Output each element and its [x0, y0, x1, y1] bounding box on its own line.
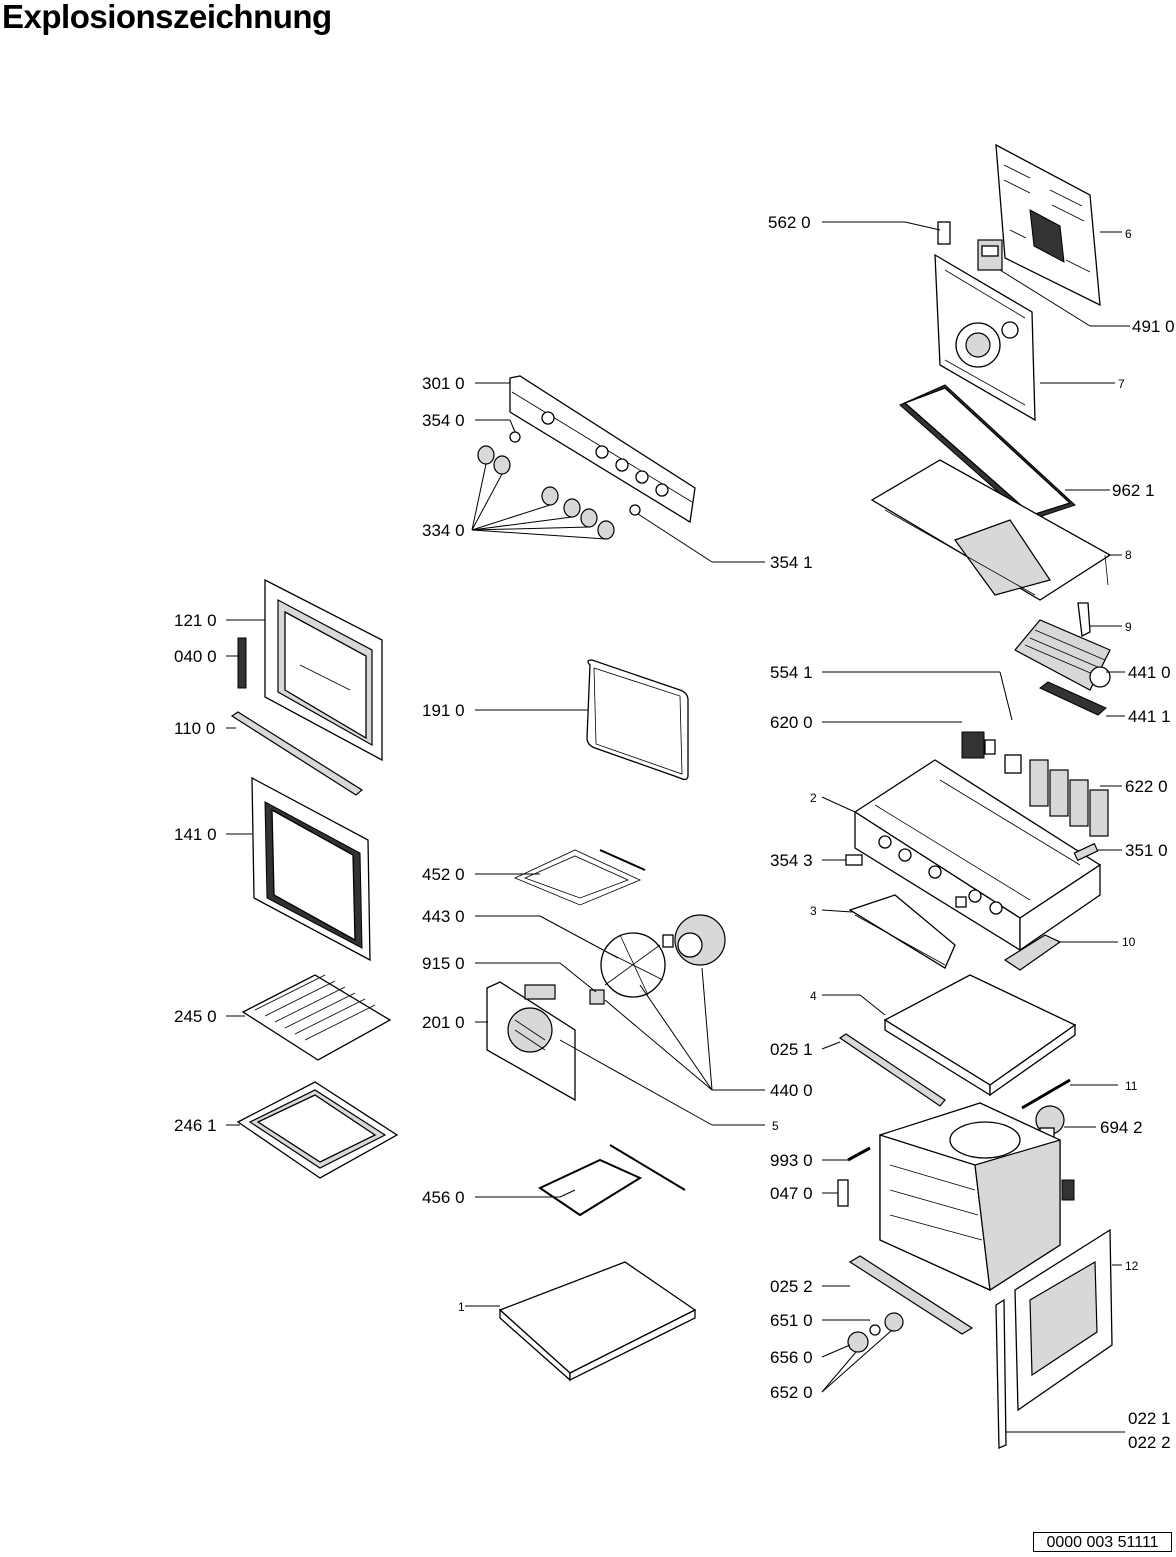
part-switch-6200 — [961, 731, 996, 759]
label-6: 6 — [1125, 227, 1132, 241]
label-4560: 456 0 — [422, 1188, 465, 1207]
label-3340: 334 0 — [422, 521, 465, 540]
leader-lines — [226, 221, 1130, 1433]
label-2: 2 — [810, 791, 817, 805]
label-4430: 443 0 — [422, 907, 465, 926]
label-0470: 047 0 — [770, 1184, 813, 1203]
part-bracket-5620 — [937, 221, 951, 245]
part-lamp-3510 — [1073, 842, 1099, 862]
part-rear-cover — [995, 143, 1101, 307]
part-grill-element — [514, 849, 646, 906]
part-control-panel — [509, 375, 696, 524]
part-baking-tray — [236, 1081, 399, 1179]
part-door-hinge — [237, 637, 247, 689]
label-0400: 040 0 — [174, 647, 217, 666]
part-rod-11 — [1021, 1078, 1071, 1110]
part-knob-3540 — [509, 431, 521, 443]
label-0222: 022 2 — [1128, 1433, 1171, 1452]
part-rear-panel — [934, 253, 1036, 422]
label-8: 8 — [1125, 548, 1132, 562]
label-1910: 191 0 — [422, 701, 465, 720]
part-oven-door — [264, 578, 383, 762]
part-control-chassis — [853, 759, 1102, 952]
label-2461: 246 1 — [174, 1116, 217, 1135]
label-12: 12 — [1125, 1259, 1139, 1273]
part-top-cover — [870, 459, 1112, 601]
label-3010: 301 0 — [422, 374, 465, 393]
part-oven-cavity — [879, 1102, 1075, 1292]
label-3540: 354 0 — [422, 411, 465, 430]
part-fan-cover — [486, 981, 576, 1102]
label-10: 10 — [1122, 935, 1136, 949]
label-0221: 022 1 — [1128, 1409, 1171, 1428]
label-4910: 491 0 — [1132, 317, 1175, 336]
part-rail-0251 — [838, 1033, 946, 1107]
label-9621: 962 1 — [1112, 481, 1155, 500]
part-bracket-0470 — [837, 1179, 849, 1207]
part-knob-6510 — [869, 1324, 881, 1336]
label-7: 7 — [1118, 377, 1125, 391]
part-fan-bar-4411 — [1039, 681, 1107, 716]
part-transformer-4910 — [977, 239, 1003, 271]
label-5541: 554 1 — [770, 663, 813, 682]
document-code: 0000 003 51111 — [1033, 1532, 1172, 1552]
part-knob-6560 — [847, 1331, 869, 1353]
label-5: 5 — [772, 1119, 779, 1133]
part-wire-rack — [241, 974, 392, 1061]
label-9930: 993 0 — [770, 1151, 813, 1170]
label-4411: 441 1 — [1128, 707, 1171, 726]
part-bracket-tray-3 — [848, 894, 967, 969]
part-floor-plate-1 — [498, 1261, 697, 1382]
part-strip-0221 — [995, 1298, 1007, 1449]
part-lamp-3543 — [845, 854, 863, 866]
label-6520: 652 0 — [770, 1383, 813, 1402]
label-2010: 201 0 — [422, 1013, 465, 1032]
part-tangential-fan — [1014, 619, 1111, 691]
label-2450: 245 0 — [174, 1007, 217, 1026]
label-1: 1 — [458, 1300, 465, 1314]
label-4520: 452 0 — [422, 865, 465, 884]
page-title: Explosionszeichnung — [2, 0, 332, 35]
part-nut-9150 — [589, 989, 605, 1005]
label-6510: 651 0 — [770, 1311, 813, 1330]
label-0251: 025 1 — [770, 1040, 813, 1059]
part-switches-6220 — [1004, 754, 1109, 837]
label-3541: 354 1 — [770, 553, 813, 572]
label-6220: 622 0 — [1125, 777, 1168, 796]
label-9: 9 — [1125, 620, 1132, 634]
part-rail-0252 — [848, 1255, 974, 1335]
label-1410: 141 0 — [174, 825, 217, 844]
part-knob-6520 — [884, 1312, 904, 1332]
part-door-glass — [251, 776, 371, 962]
label-1100: 110 0 — [174, 719, 215, 738]
part-lower-element — [537, 1144, 686, 1217]
part-screw-9930 — [847, 1146, 871, 1162]
label-0252: 025 2 — [770, 1277, 813, 1296]
label-3510: 351 0 — [1125, 841, 1168, 860]
part-front-frame-12 — [1014, 1228, 1113, 1412]
label-6560: 656 0 — [770, 1348, 813, 1367]
label-3543: 354 3 — [770, 851, 813, 870]
label-5620: 562 0 — [768, 213, 811, 232]
label-1210: 121 0 — [174, 611, 217, 630]
part-clip-9 — [1077, 602, 1091, 637]
label-9150: 915 0 — [422, 954, 465, 973]
part-fan-blade — [600, 932, 666, 998]
label-4400: 440 0 — [770, 1081, 813, 1100]
label-11: 11 — [1125, 1079, 1138, 1093]
label-4: 4 — [810, 989, 817, 1003]
label-6942: 694 2 — [1100, 1118, 1143, 1137]
part-knob-3541 — [629, 504, 641, 516]
part-insulation-strip — [899, 384, 1076, 521]
part-knobs-3340 — [477, 445, 615, 540]
label-6200: 620 0 — [770, 713, 813, 732]
label-3: 3 — [810, 904, 817, 918]
part-door-gasket — [586, 659, 689, 781]
part-fan-motor — [662, 914, 726, 966]
label-4410: 441 0 — [1128, 663, 1171, 682]
part-door-handle — [230, 711, 364, 796]
part-bottom-plate-4 — [883, 974, 1077, 1097]
